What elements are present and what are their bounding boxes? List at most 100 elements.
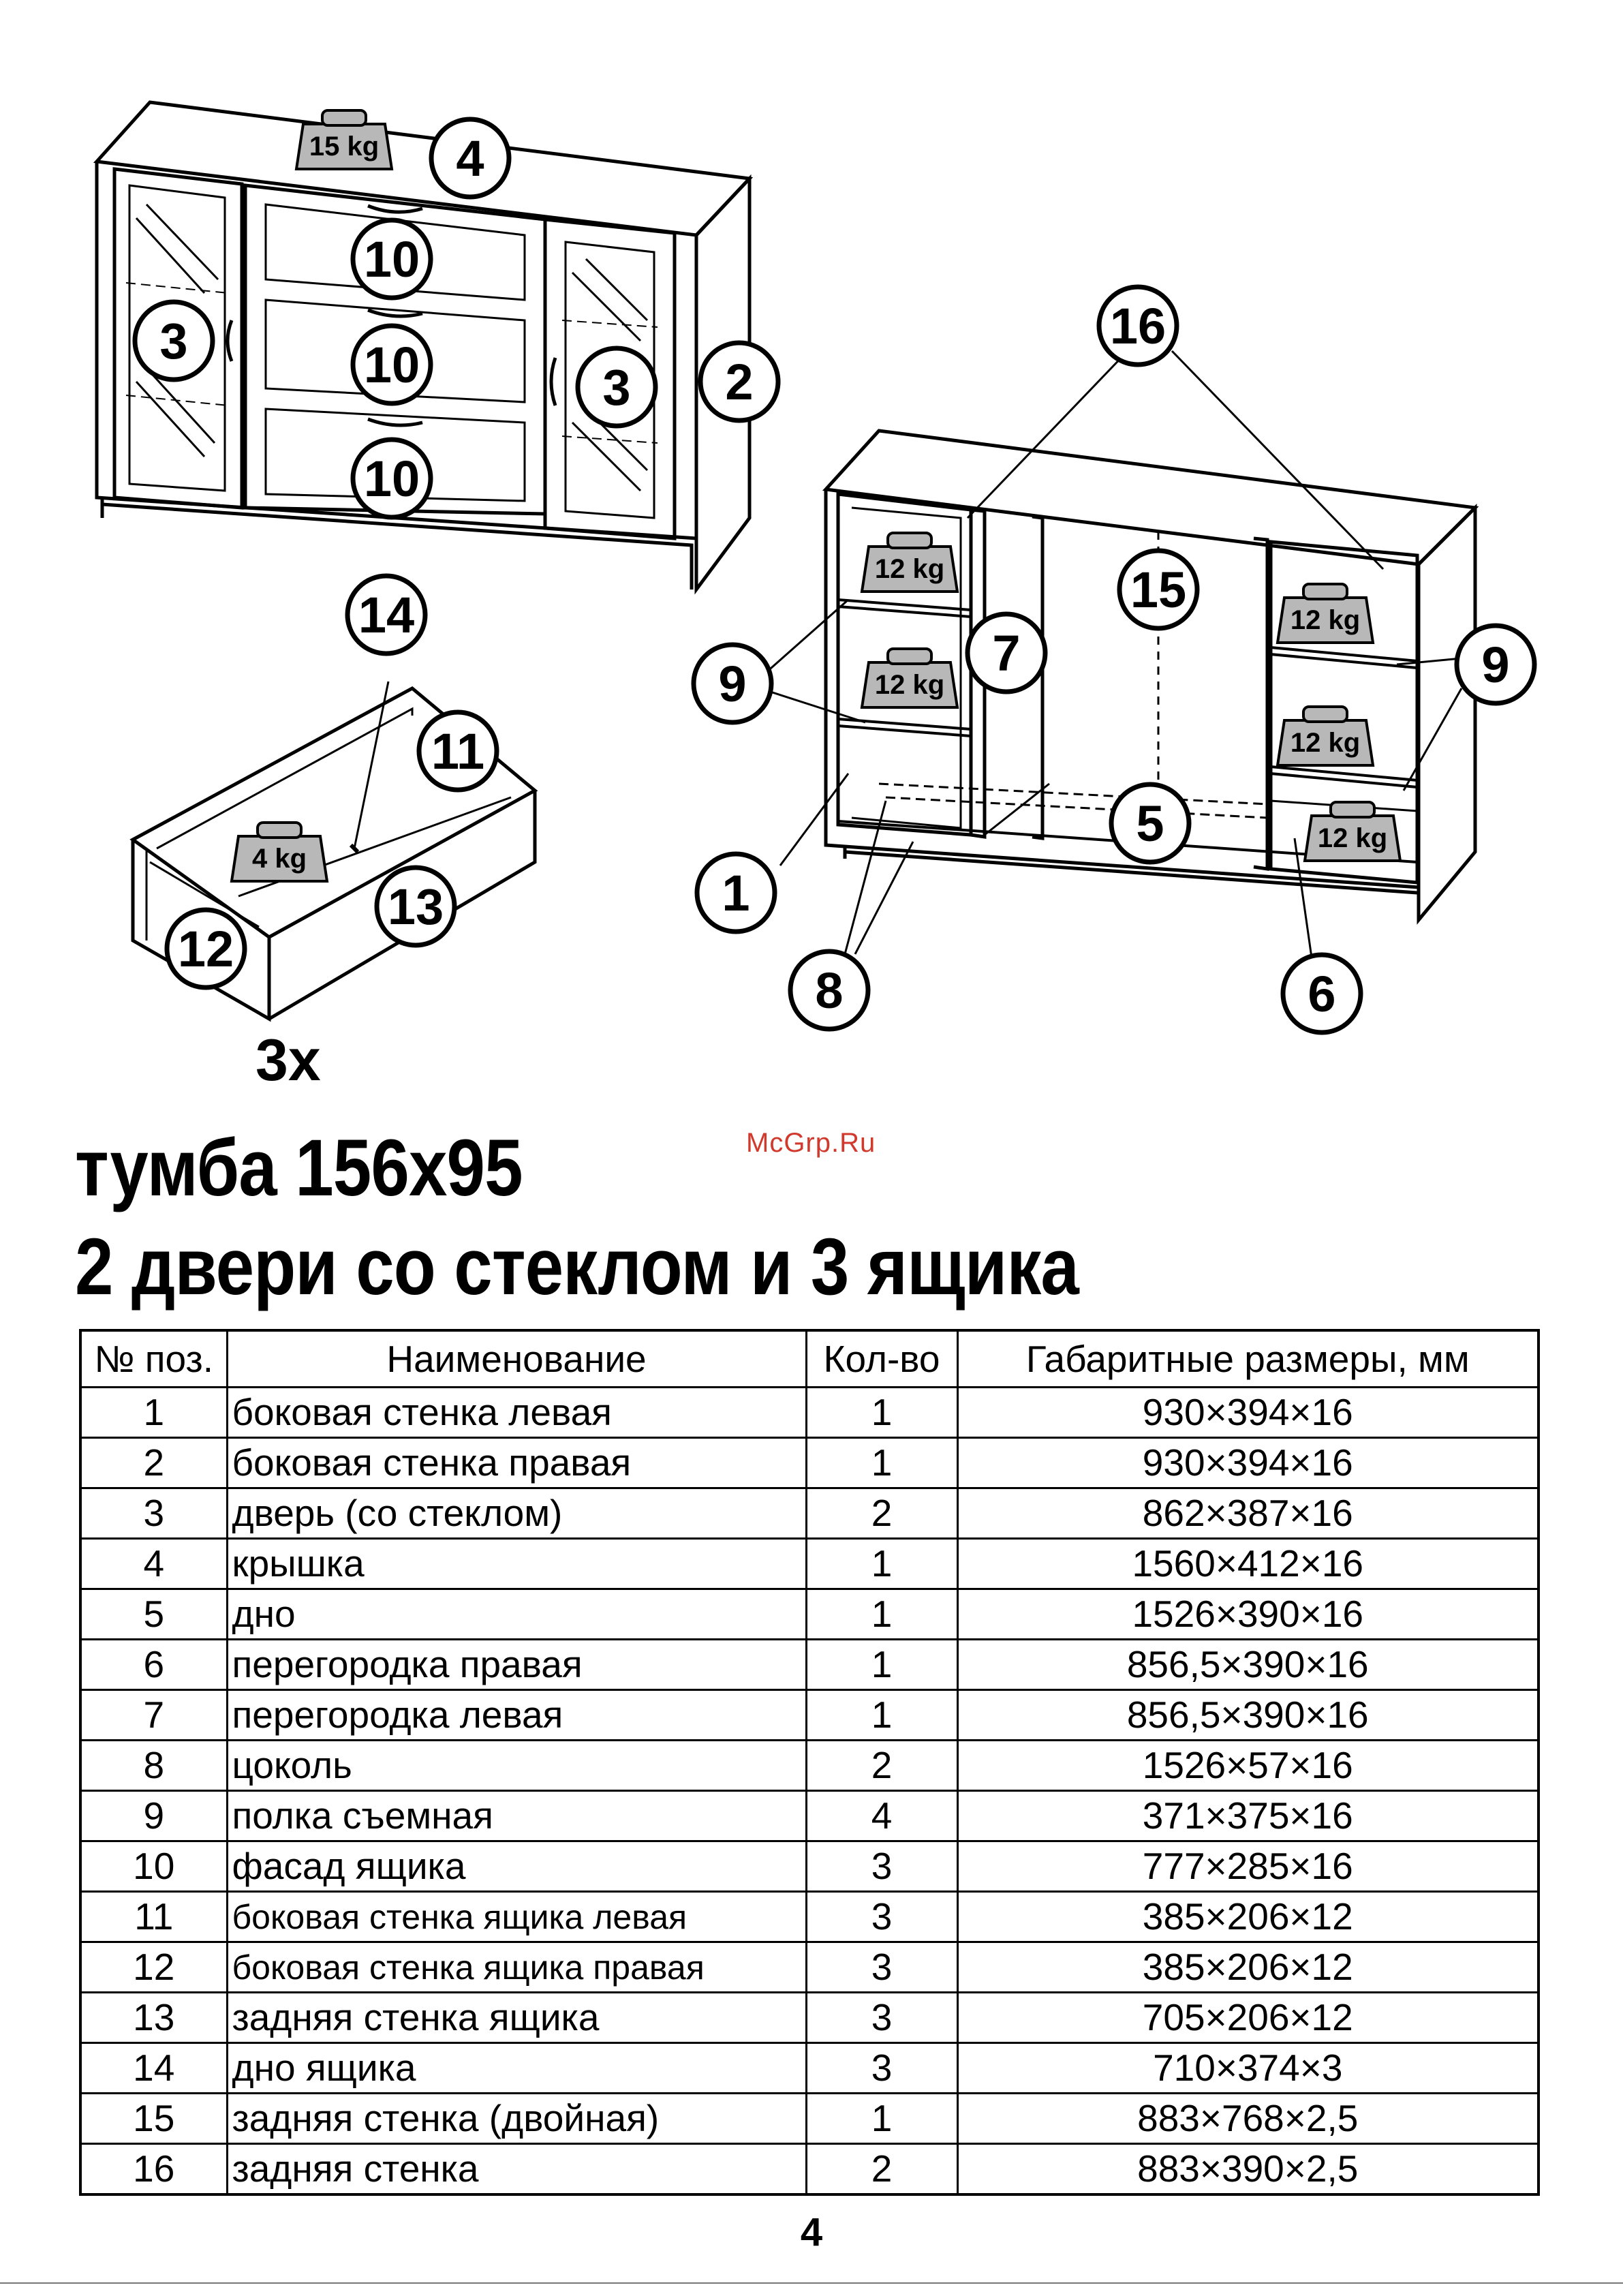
cell-name: дно ящика: [226, 2042, 807, 2094]
cell-name: дно: [226, 1588, 807, 1640]
callout-5: 5: [1136, 795, 1164, 852]
open-carcass-view: [759, 350, 1479, 958]
callout-10: 10: [364, 337, 420, 393]
callout-3: 3: [602, 359, 630, 416]
cell-name: боковая стенка правая: [226, 1437, 807, 1489]
cell-dimensions: 1560×412×16: [956, 1537, 1540, 1590]
cell-quantity: 4: [805, 1790, 959, 1842]
weight-12kg-label: 12 kg: [875, 670, 944, 700]
cell-name: дверь (со стеклом): [226, 1487, 807, 1540]
page-title: тумба 156х95: [75, 1123, 523, 1213]
cell-name: задняя стенка (двойная): [226, 2092, 807, 2145]
cell-name: перегородка правая: [226, 1638, 807, 1691]
column-header-position: № поз.: [79, 1329, 228, 1388]
cell-quantity: 1: [805, 1537, 959, 1590]
front-view-cabinet: [93, 100, 754, 595]
drawer-quantity: 3x: [256, 1028, 321, 1093]
cell-position: 7: [79, 1689, 228, 1741]
cell-dimensions: 856,5×390×16: [956, 1689, 1540, 1741]
weight-15kg-icon: 15 kg: [295, 109, 393, 170]
cell-name: перегородка левая: [226, 1689, 807, 1741]
weight-12kg-icon: 12 kg: [1303, 801, 1402, 862]
cell-position: 5: [79, 1588, 228, 1640]
cell-dimensions: 930×394×16: [956, 1386, 1540, 1439]
weight-12kg-icon: 12 kg: [1276, 705, 1374, 767]
callout-12: 12: [178, 921, 234, 977]
cell-quantity: 2: [805, 1739, 959, 1792]
cell-position: 11: [79, 1891, 228, 1943]
callout-15: 15: [1130, 562, 1186, 618]
parts-table: № поз. Наименование Кол-во Габаритные ра…: [79, 1329, 1540, 2196]
cell-quantity: 1: [805, 1588, 959, 1640]
cell-dimensions: 385×206×12: [956, 1941, 1540, 1993]
cell-position: 13: [79, 1991, 228, 2044]
column-header-dimensions: Габаритные размеры, мм: [956, 1329, 1540, 1388]
cell-name: задняя стенка: [226, 2143, 807, 2196]
weight-12kg-icon: 12 kg: [861, 532, 959, 593]
page-number: 4: [800, 2210, 823, 2254]
cell-position: 10: [79, 1840, 228, 1893]
cell-position: 4: [79, 1537, 228, 1590]
callout-16: 16: [1110, 298, 1166, 354]
cell-position: 15: [79, 2092, 228, 2145]
cell-dimensions: 705×206×12: [956, 1991, 1540, 2044]
callout-3: 3: [159, 313, 187, 369]
cell-name: полка съемная: [226, 1790, 807, 1842]
weight-12kg-label: 12 kg: [875, 554, 944, 584]
table-header-row: № поз. Наименование Кол-во Габаритные ра…: [79, 1329, 1540, 1388]
weight-4kg-icon: 4 kg: [230, 821, 328, 883]
callout-markers: [132, 117, 1537, 1035]
cell-position: 6: [79, 1638, 228, 1691]
cell-dimensions: 862×387×16: [956, 1487, 1540, 1540]
cell-position: 12: [79, 1941, 228, 1993]
cell-dimensions: 777×285×16: [956, 1840, 1540, 1893]
cell-quantity: 3: [805, 1840, 959, 1893]
cell-dimensions: 371×375×16: [956, 1790, 1540, 1842]
cell-dimensions: 856,5×390×16: [956, 1638, 1540, 1691]
cell-name: боковая стенка ящика левая: [226, 1891, 807, 1943]
cell-quantity: 1: [805, 1638, 959, 1691]
callout-9: 9: [1481, 637, 1509, 693]
cell-quantity: 1: [805, 1689, 959, 1741]
cell-quantity: 3: [805, 1941, 959, 1993]
cell-quantity: 3: [805, 1891, 959, 1943]
cell-name: цоколь: [226, 1739, 807, 1792]
cell-position: 1: [79, 1386, 228, 1439]
cell-quantity: 3: [805, 1991, 959, 2044]
callout-14: 14: [358, 587, 414, 643]
cell-name: крышка: [226, 1537, 807, 1590]
weight-12kg-icon: 12 kg: [861, 647, 959, 709]
weight-12kg-icon: 12 kg: [1276, 583, 1374, 644]
cell-position: 14: [79, 2042, 228, 2094]
cell-position: 8: [79, 1739, 228, 1792]
weight-15kg-label: 15 kg: [309, 132, 379, 162]
callout-7: 7: [992, 625, 1020, 682]
callout-6: 6: [1308, 966, 1335, 1022]
assembly-drawings: 15 kg 12 kg 12 kg 12 kg 12 kg 12 kg 4 kg: [93, 100, 1537, 1093]
cell-quantity: 1: [805, 1437, 959, 1489]
page-subtitle: 2 двери со стеклом и 3 ящика: [75, 1222, 1079, 1312]
cell-dimensions: 930×394×16: [956, 1437, 1540, 1489]
callout-10: 10: [364, 450, 420, 507]
callout-10: 10: [364, 231, 420, 288]
column-header-quantity: Кол-во: [805, 1329, 959, 1388]
cell-name: фасад ящика: [226, 1840, 807, 1893]
cell-quantity: 3: [805, 2042, 959, 2094]
weight-12kg-label: 12 kg: [1318, 823, 1387, 853]
callout-13: 13: [388, 878, 444, 935]
cell-quantity: 1: [805, 1386, 959, 1439]
cell-dimensions: 883×768×2,5: [956, 2092, 1540, 2145]
callout-4: 4: [456, 130, 484, 187]
